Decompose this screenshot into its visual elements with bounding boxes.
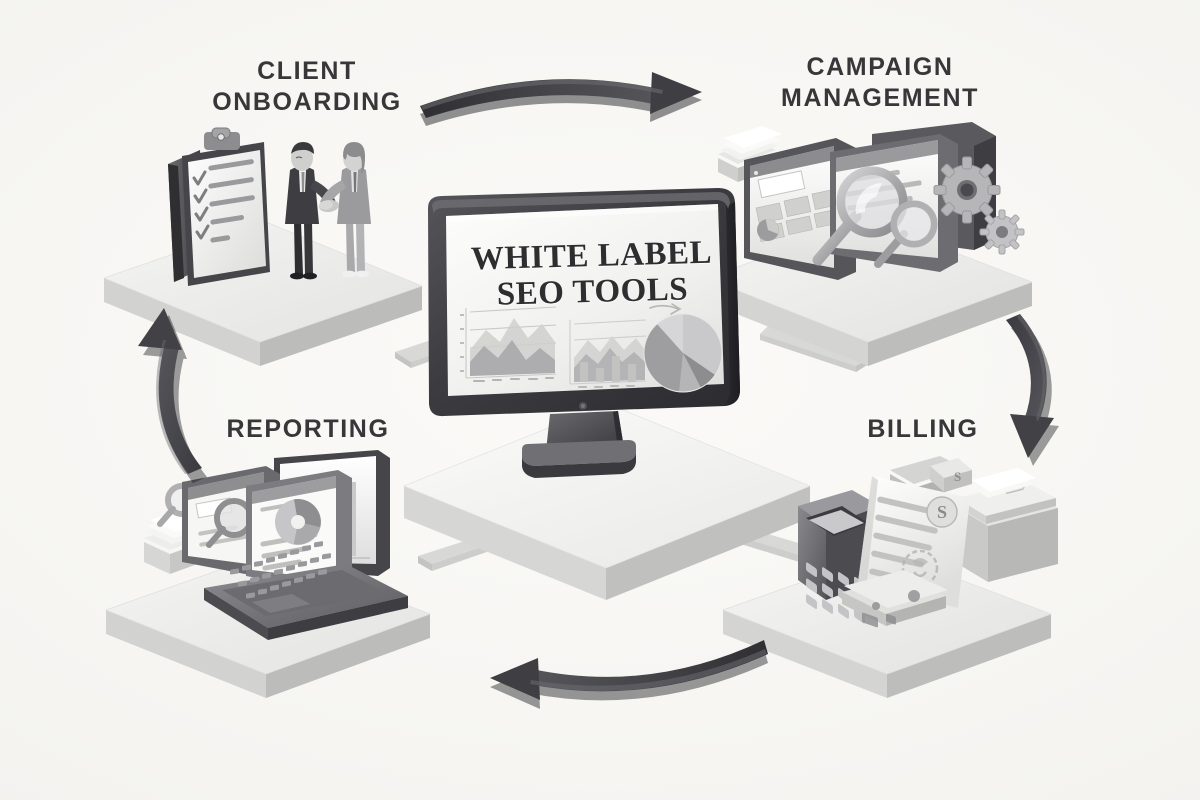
stage-label-campaign-management: CAMPAIGN MANAGEMENT — [781, 53, 979, 112]
monitor-screen-title: WHITE LABEL SEO TOOLS — [470, 234, 713, 313]
svg-text:S: S — [954, 469, 961, 484]
arrow-billing-to-reporting — [452, 640, 782, 720]
arrow-reporting-to-onboarding — [118, 308, 218, 498]
stage-label-client-onboarding: CLIENT ONBOARDING — [212, 57, 402, 116]
arrow-campaign-to-billing — [1000, 306, 1100, 486]
scene-reporting — [140, 450, 460, 652]
scene-campaign-management — [712, 112, 1032, 302]
stage-label-reporting: REPORTING — [226, 415, 390, 443]
scene-billing: S — [780, 440, 1080, 640]
scene-client-onboarding — [160, 126, 420, 306]
svg-text:S: S — [937, 502, 947, 522]
center-monitor — [418, 188, 768, 490]
stage-label-billing: BILLING — [867, 415, 979, 443]
arrow-onboarding-to-campaign — [412, 62, 732, 142]
platform-center-hub — [398, 400, 818, 630]
